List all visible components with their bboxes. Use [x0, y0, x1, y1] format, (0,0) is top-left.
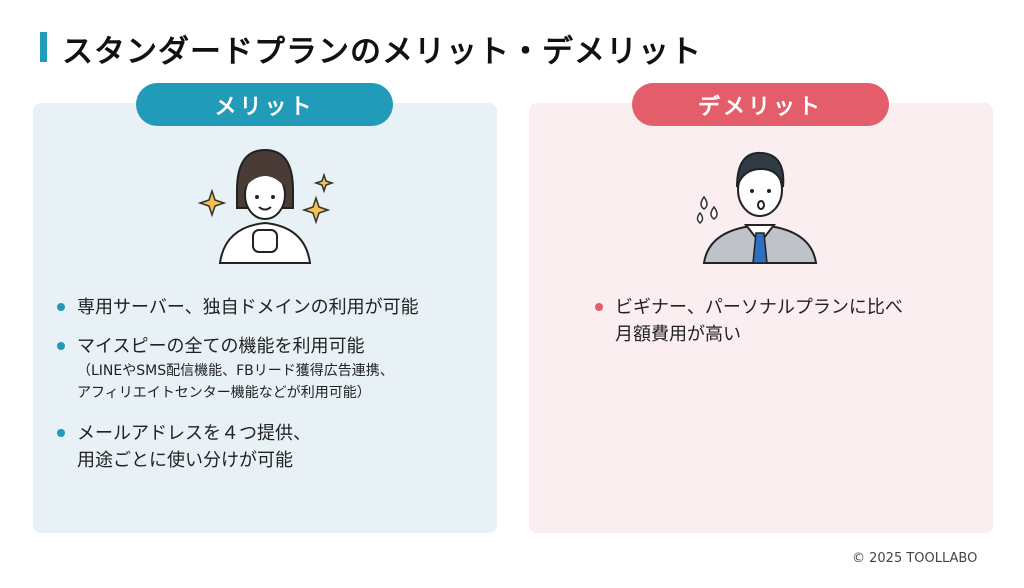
sparkle-icon	[313, 172, 335, 194]
list-item: マイスピーの全ての機能を利用可能 （LINEやSMS配信機能、FBリード獲得広告…	[55, 333, 495, 404]
sweat-drop-icon	[696, 211, 704, 224]
item-subtext: アフィリエイトセンター機能などが利用可能）	[77, 385, 371, 401]
happy-woman-illustration	[197, 148, 335, 264]
title-accent-bar	[40, 32, 47, 62]
bullet-icon	[595, 303, 603, 311]
item-text: 月額費用が高い	[615, 324, 741, 345]
worried-man-illustration	[696, 151, 818, 264]
copyright: © 2025 TOOLLABO	[852, 551, 978, 566]
bullet-icon	[57, 429, 65, 437]
item-text: マイスピーの全ての機能を利用可能	[77, 336, 365, 357]
list-item: 専用サーバー、独自ドメインの利用が可能	[55, 294, 495, 321]
sweat-drop-icon	[700, 195, 708, 210]
merit-list: 専用サーバー、独自ドメインの利用が可能 マイスピーの全ての機能を利用可能 （LI…	[55, 294, 495, 486]
demerit-badge: デメリット	[632, 83, 889, 126]
demerit-list: ビギナー、パーソナルプランに比べ月額費用が高い	[593, 294, 983, 360]
list-item: メールアドレスを４つ提供、用途ごとに使い分けが可能	[55, 420, 495, 474]
item-text: メールアドレスを４つ提供、	[77, 423, 311, 444]
sparkle-icon	[301, 195, 331, 225]
sparkle-icon	[197, 188, 227, 218]
sweat-drop-icon	[710, 205, 718, 220]
merit-badge: メリット	[136, 83, 393, 126]
item-text: 専用サーバー、独自ドメインの利用が可能	[77, 297, 419, 318]
item-text: ビギナー、パーソナルプランに比べ	[615, 297, 903, 318]
bullet-icon	[57, 303, 65, 311]
page-title: スタンダードプランのメリット・デメリット	[62, 34, 702, 70]
item-text: 用途ごとに使い分けが可能	[77, 450, 293, 471]
bullet-icon	[57, 342, 65, 350]
item-subtext: （LINEやSMS配信機能、FBリード獲得広告連携、	[77, 363, 394, 379]
list-item: ビギナー、パーソナルプランに比べ月額費用が高い	[593, 294, 983, 348]
